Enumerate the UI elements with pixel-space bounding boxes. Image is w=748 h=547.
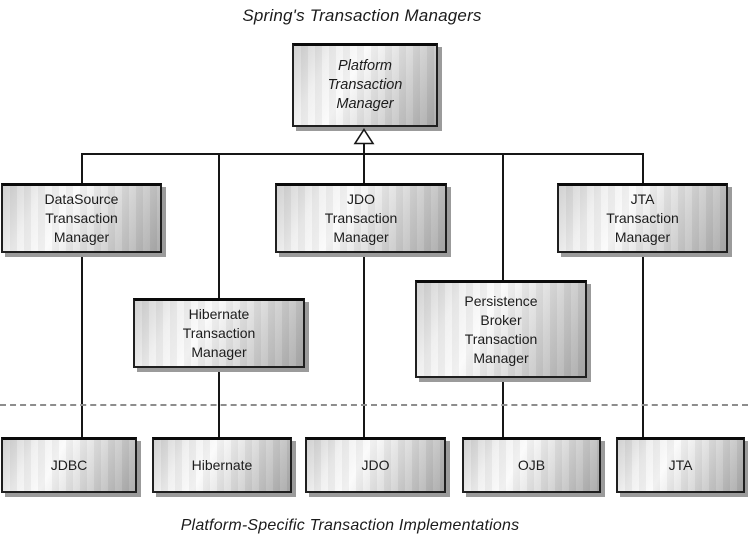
connector-bus-to-persistence-broker: [502, 153, 504, 281]
node-label: Persistence Broker Transaction Manager: [464, 292, 538, 366]
node-label: JDBC: [50, 457, 88, 473]
node-jta: JTA: [616, 437, 745, 493]
diagram-caption: Platform-Specific Transaction Implementa…: [180, 517, 520, 534]
node-jta-transaction-manager: JTA Transaction Manager: [557, 183, 728, 253]
node-ojb: OJB: [462, 437, 601, 493]
node-persistence-broker-transaction-manager: Persistence Broker Transaction Manager: [415, 280, 587, 378]
connector-bus-to-jta-tm: [642, 153, 644, 184]
node-jdbc: JDBC: [1, 437, 137, 493]
node-label: Hibernate: [191, 457, 253, 473]
node-label: JDO Transaction Manager: [324, 191, 398, 245]
node-hibernate-transaction-manager: Hibernate Transaction Manager: [133, 298, 305, 368]
connector-datasource-to-jdbc: [81, 252, 83, 438]
node-label: JTA: [668, 457, 693, 473]
node-jdo: JDO: [305, 437, 446, 493]
node-label: DataSource Transaction Manager: [44, 191, 119, 245]
connector-persistence-broker-to-ojb: [502, 377, 504, 438]
connector-bus-to-datasource: [81, 153, 83, 184]
node-label: OJB: [517, 457, 546, 473]
connector-bus: [81, 153, 644, 155]
connector-hibernate-tm-to-hibernate: [218, 367, 220, 438]
node-label: Hibernate Transaction Manager: [182, 306, 256, 360]
connector-bus-to-hibernate-tm: [218, 153, 220, 299]
node-platform-transaction-manager: Platform Transaction Manager: [292, 43, 438, 127]
node-jdo-transaction-manager: JDO Transaction Manager: [275, 183, 447, 253]
connector-jta-tm-to-jta: [642, 252, 644, 438]
node-label: Platform Transaction Manager: [327, 58, 403, 112]
connector-bus-to-jdo-tm: [363, 153, 365, 184]
layer-divider-dashed-line: [0, 404, 748, 406]
connector-jdo-tm-to-jdo: [363, 252, 365, 438]
node-hibernate: Hibernate: [152, 437, 292, 493]
diagram-title: Spring's Transaction Managers: [242, 6, 482, 25]
node-label: JDO: [361, 457, 390, 473]
node-datasource-transaction-manager: DataSource Transaction Manager: [1, 183, 162, 253]
node-label: JTA Transaction Manager: [606, 191, 679, 245]
connector-platform-stem: [363, 144, 365, 155]
inheritance-arrow-icon: [353, 128, 375, 145]
